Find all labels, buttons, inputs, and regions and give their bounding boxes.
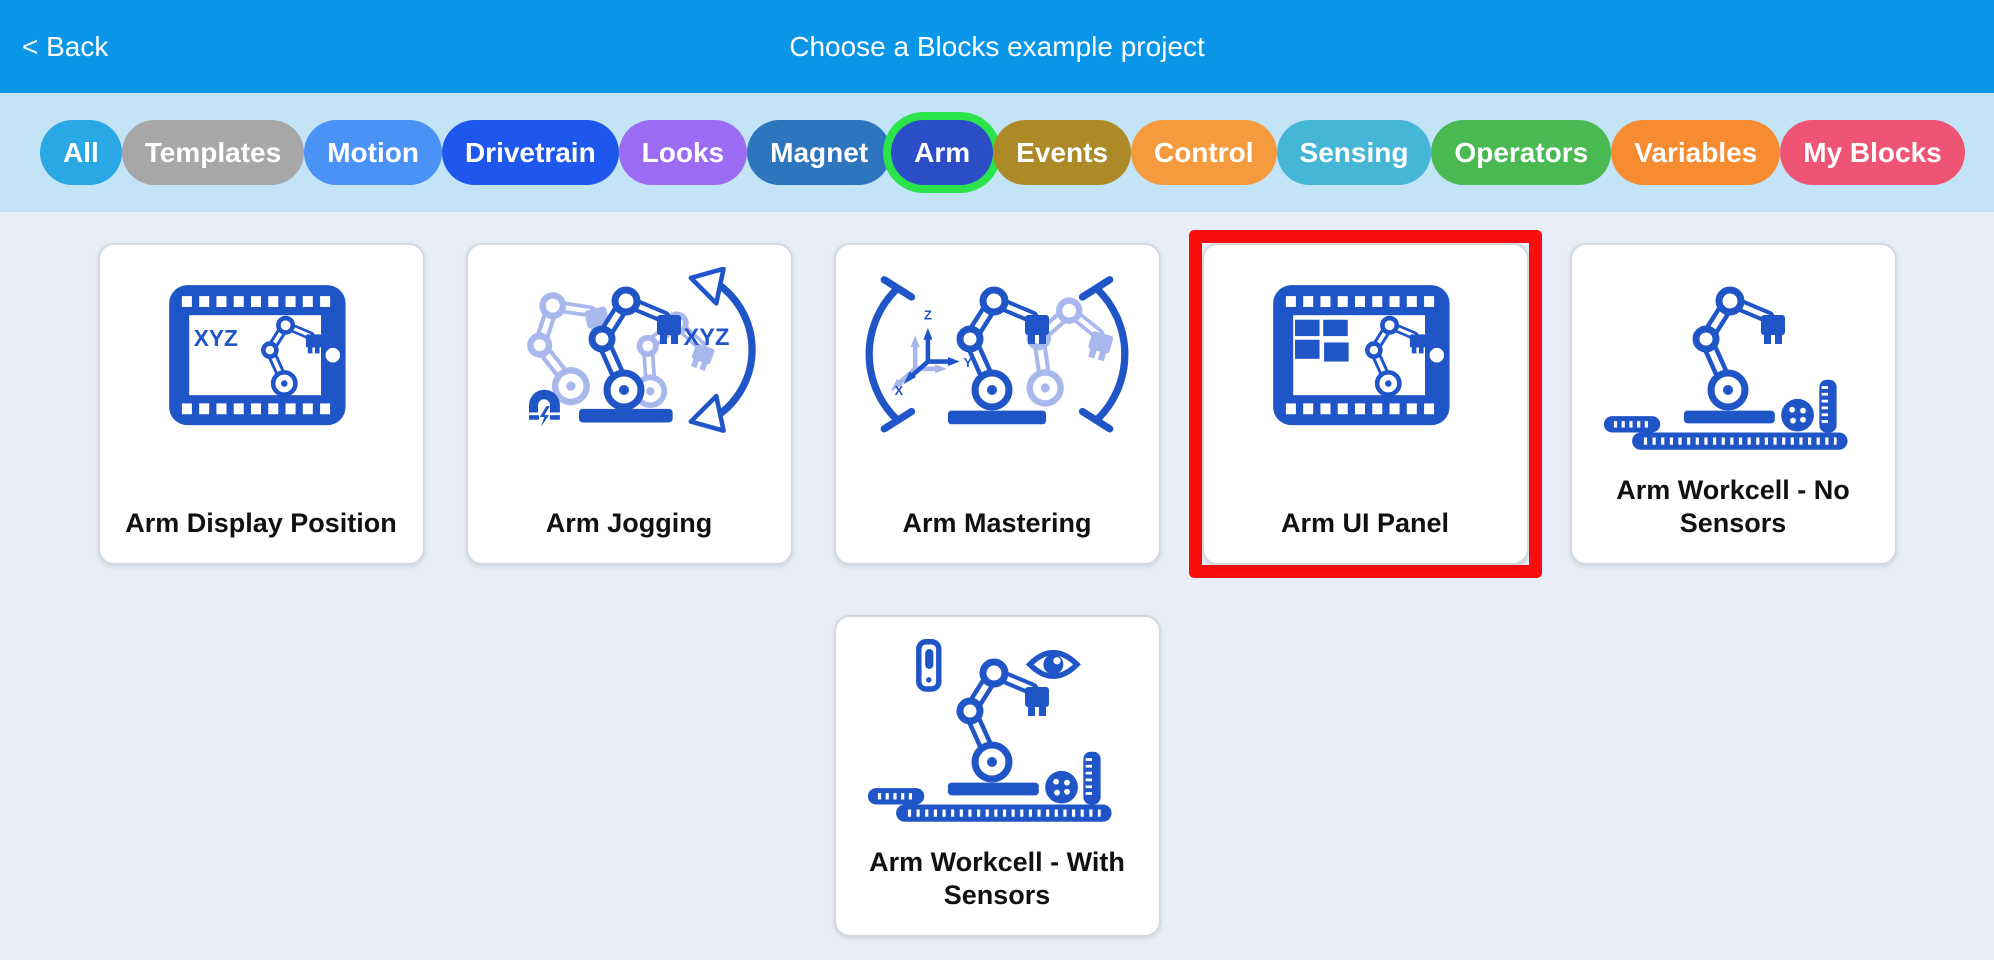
filter-pill-all[interactable]: All: [40, 120, 122, 185]
filter-pill-magnet[interactable]: Magnet: [747, 120, 892, 185]
svg-text:X: X: [895, 383, 904, 398]
filter-pill-motion[interactable]: Motion: [304, 120, 442, 185]
project-card-arm-jogging[interactable]: XYZ Arm Jogging: [465, 243, 793, 565]
arm-jogging-icon: XYZ: [481, 267, 777, 467]
project-card-arm-mastering[interactable]: Z Y X Arm Mastering: [833, 243, 1161, 565]
project-card-arm-display-position[interactable]: XYZ Arm Display Position: [97, 243, 425, 565]
arm-ui-panel-icon: [1217, 267, 1513, 467]
filter-pill-control[interactable]: Control: [1130, 120, 1277, 185]
filter-pill-my-blocks[interactable]: My Blocks: [1780, 120, 1965, 185]
filter-pill-variables[interactable]: Variables: [1611, 120, 1781, 185]
project-grid-row-2: Arm Workcell - With Sensors: [0, 615, 1994, 937]
project-card-label: Arm Display Position: [125, 507, 397, 538]
project-card-label: Arm Workcell - With Sensors: [869, 847, 1125, 910]
filter-pill-looks[interactable]: Looks: [618, 120, 748, 185]
project-card-label: Arm Jogging: [545, 507, 713, 538]
arm-display-position-icon: XYZ: [113, 267, 409, 467]
project-card-arm-workcell-no-sensors[interactable]: Arm Workcell - No Sensors: [1569, 243, 1897, 565]
filter-pill-templates[interactable]: Templates: [121, 120, 305, 185]
filter-pill-events[interactable]: Events: [993, 120, 1131, 185]
project-card-arm-ui-panel[interactable]: Arm UI Panel: [1201, 243, 1529, 565]
svg-text:XYZ: XYZ: [194, 325, 238, 351]
filter-pill-arm[interactable]: Arm: [891, 120, 994, 185]
project-card-arm-workcell-with-sensors[interactable]: Arm Workcell - With Sensors: [833, 615, 1161, 937]
svg-text:Z: Z: [924, 308, 932, 323]
filter-pill-sensing[interactable]: Sensing: [1276, 120, 1432, 185]
arm-mastering-icon: Z Y X: [849, 267, 1145, 467]
filter-pill-drivetrain[interactable]: Drivetrain: [441, 120, 619, 185]
project-grid-row-1: XYZ Arm Display Position XYZ: [0, 230, 1994, 578]
project-card-label: Arm Mastering: [902, 507, 1092, 538]
page-title: Choose a Blocks example project: [789, 30, 1205, 62]
svg-text:Y: Y: [964, 355, 973, 370]
arm-workcell-with-sensors-icon: [849, 639, 1145, 839]
project-card-label: Arm UI Panel: [1280, 507, 1450, 538]
arm-workcell-no-sensors-icon: [1585, 267, 1881, 467]
project-grid: XYZ Arm Display Position XYZ: [0, 212, 1994, 937]
back-button[interactable]: < Back: [22, 30, 109, 62]
filter-bar: All Templates Motion Drivetrain Looks Ma…: [0, 93, 1994, 212]
filter-pill-operators[interactable]: Operators: [1431, 120, 1612, 185]
top-bar: < Back Choose a Blocks example project: [0, 0, 1994, 93]
project-card-label: Arm Workcell - No Sensors: [1616, 475, 1850, 538]
selection-highlight: Arm UI Panel: [1188, 230, 1542, 578]
svg-text:XYZ: XYZ: [684, 325, 730, 351]
